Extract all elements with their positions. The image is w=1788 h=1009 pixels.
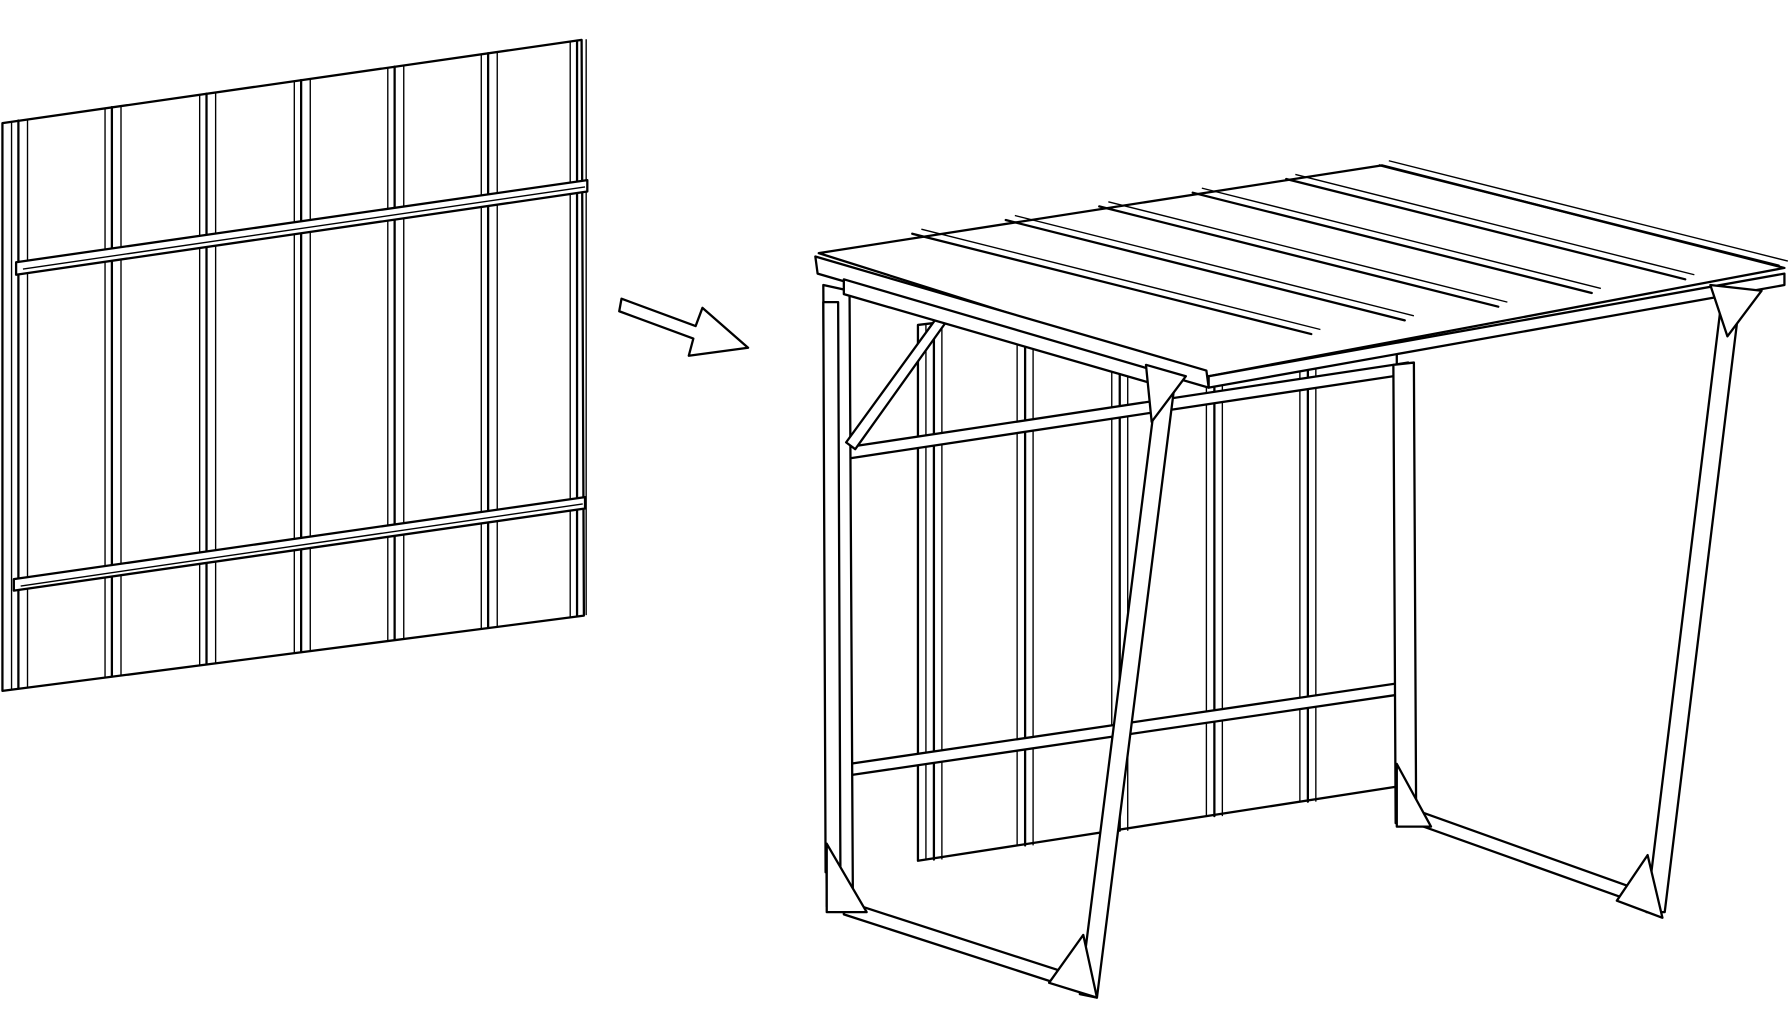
roof-rib-edge	[1108, 201, 1508, 303]
roof-rib	[1004, 218, 1406, 322]
roof-rib-edge	[1388, 160, 1788, 262]
roof-rib	[1098, 205, 1500, 308]
roof-rib	[1378, 164, 1780, 267]
roof-rib	[911, 232, 1313, 336]
roof-rib	[1285, 177, 1687, 281]
assembled-shelter	[814, 160, 1788, 999]
roof-front-edge	[814, 255, 1786, 389]
front-bottom-beam	[825, 842, 1099, 999]
roof-rib	[1191, 191, 1593, 295]
roof-rib-edge	[1014, 214, 1415, 317]
back-bottom-beam	[1395, 762, 1664, 919]
roof-rib-edge	[1201, 187, 1602, 290]
roof-ribs	[911, 160, 1788, 336]
corrugated-wall-panel	[1, 38, 589, 693]
left-front-post	[822, 283, 855, 914]
roof-rib-edge	[921, 228, 1321, 331]
back-right-leg	[1645, 283, 1763, 914]
back-left-post	[1392, 361, 1418, 825]
panel-ribs	[10, 39, 587, 690]
lower-rail	[12, 495, 587, 592]
arrow-right-icon	[618, 297, 750, 357]
roof-rib-edge	[1295, 173, 1695, 276]
upper-rail	[14, 178, 589, 276]
